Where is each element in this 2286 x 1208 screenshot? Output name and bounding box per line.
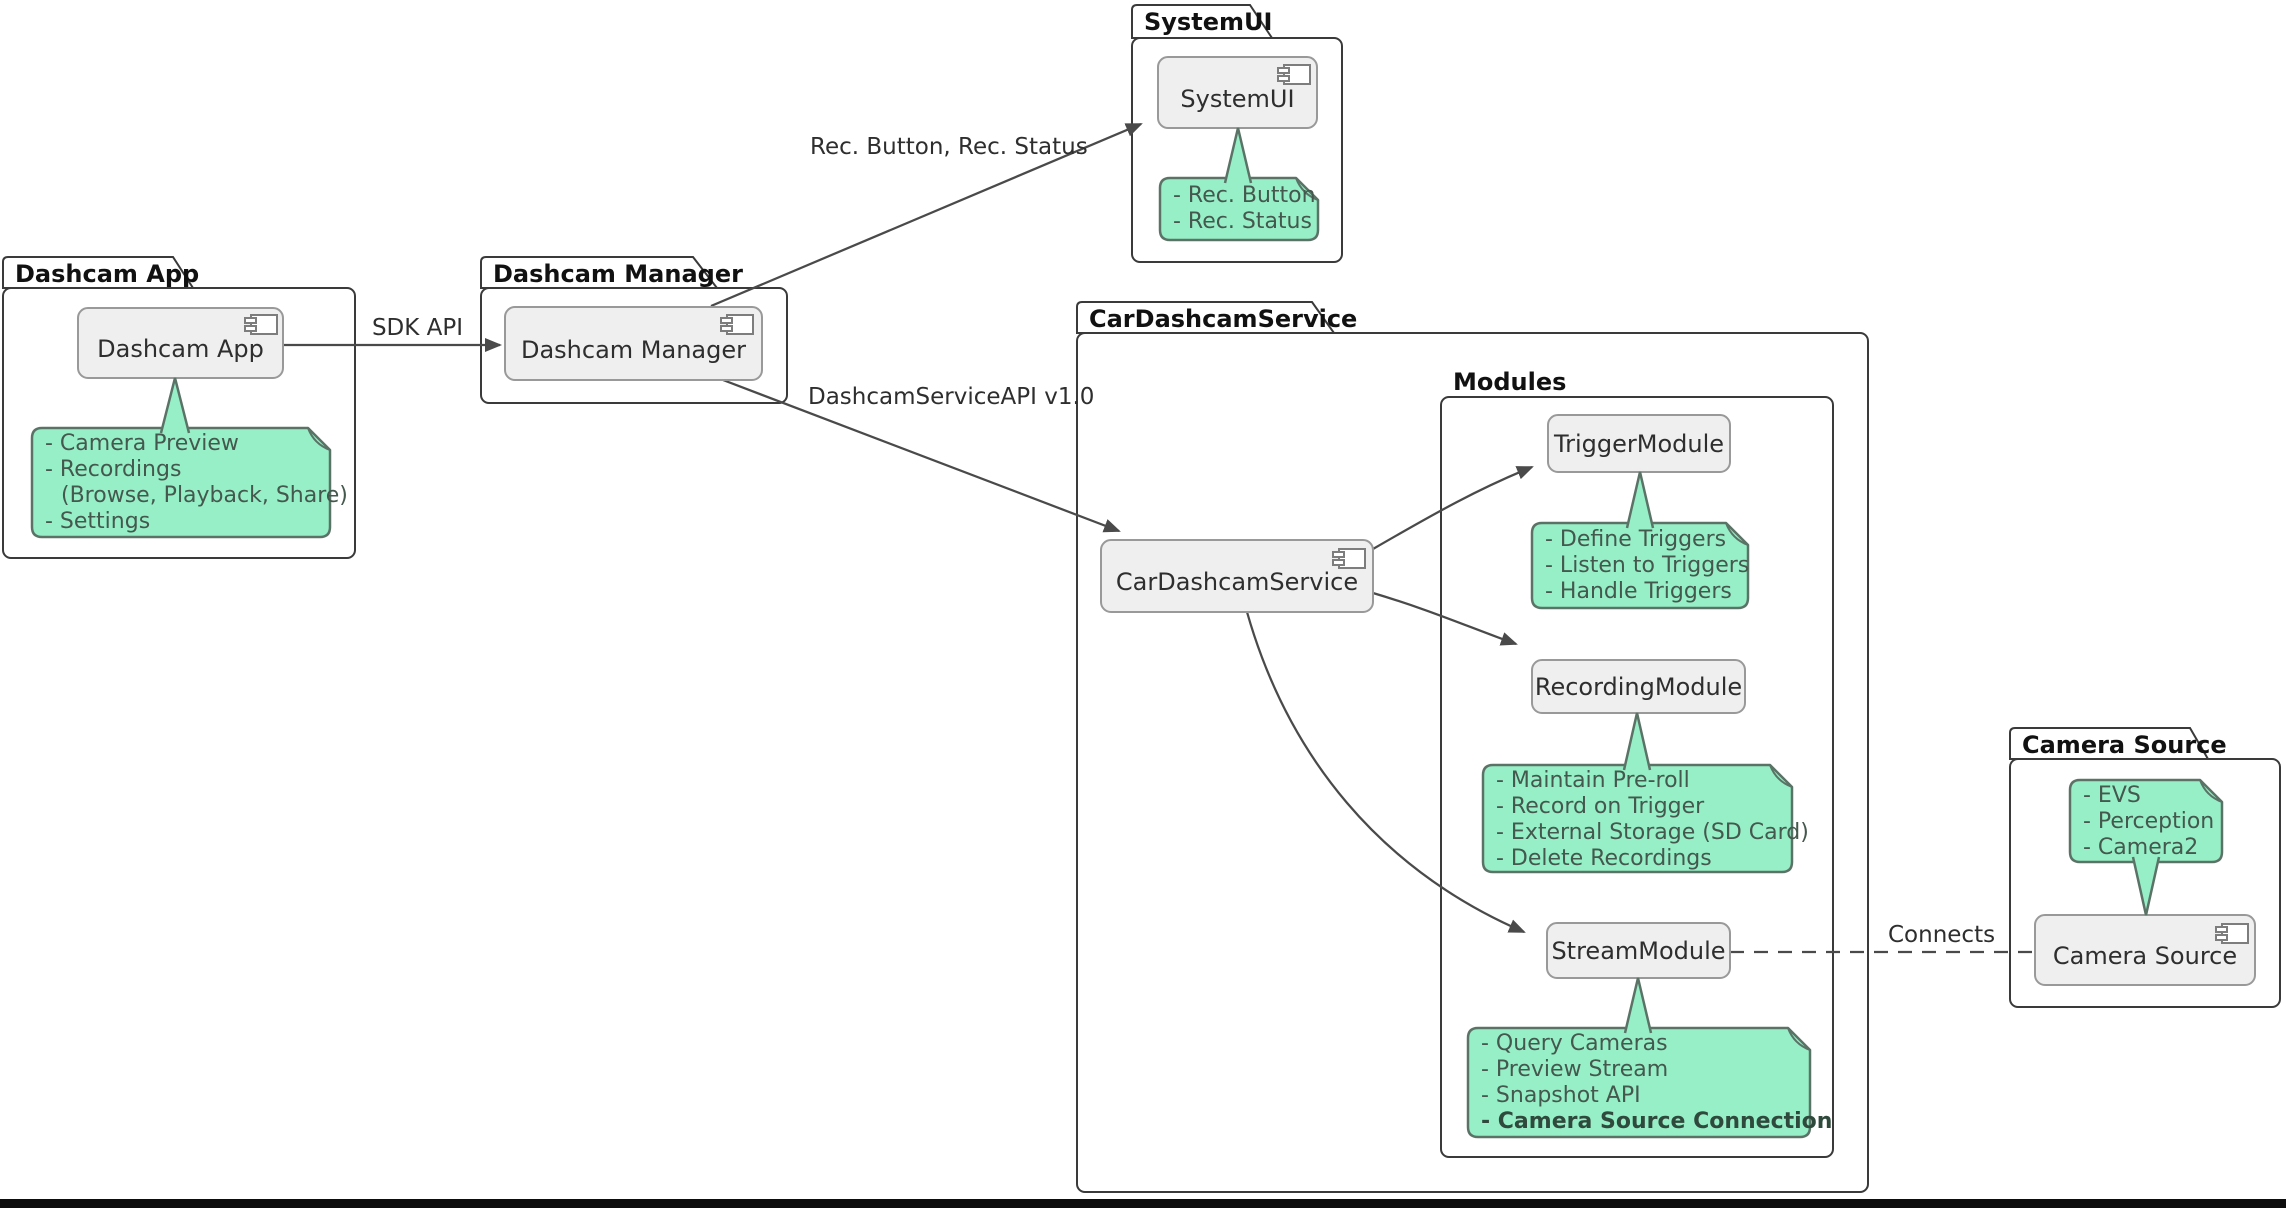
note-line: - Record on Trigger <box>1496 794 1705 819</box>
note-text-dashcam-app: - Camera Preview - Recordings (Browse, P… <box>45 431 348 535</box>
edge-label-connects: Connects <box>1888 922 1996 948</box>
note-fold-icon <box>1295 177 1319 201</box>
edge-label-dashcamserviceapi: DashcamServiceAPI v1.0 <box>808 384 1095 410</box>
component-recordingmodule-box <box>1531 659 1746 714</box>
edge-rec-button-status <box>710 122 1143 308</box>
edge-service-to-trigger <box>1372 465 1534 550</box>
edge-dashcamserviceapi <box>722 378 1121 533</box>
note-text-streammodule: - Query Cameras - Preview Stream - Snaps… <box>1481 1031 1832 1135</box>
note-text-camera-source: - EVS - Perception - Camera2 <box>2083 783 2214 861</box>
note-line: - Define Triggers <box>1545 527 1727 552</box>
component-label-recordingmodule: RecordingModule <box>1534 672 1743 701</box>
note-recordingmodule <box>1481 763 1794 874</box>
edge-label-sdk-api: SDK API <box>371 315 464 341</box>
package-title-dashcam-app: Dashcam App <box>15 260 200 288</box>
note-fold-icon <box>307 427 331 451</box>
package-title-camera-source: Camera Source <box>2022 731 2227 759</box>
package-cardashcamservice-tab <box>1076 301 1336 334</box>
note-line: - Listen to Triggers <box>1545 553 1750 578</box>
component-label-dashcam-manager: Dashcam Manager <box>520 335 746 364</box>
component-icon <box>1277 64 1311 85</box>
component-dashcam-manager-box <box>504 306 763 381</box>
package-systemui-tab <box>1131 4 1274 39</box>
note-line: - Camera2 <box>2083 835 2199 860</box>
note-camera-source <box>2068 778 2224 864</box>
package-title-modules: Modules <box>1453 368 1567 396</box>
note-text-recordingmodule: - Maintain Pre-roll - Record on Trigger … <box>1496 768 1809 872</box>
note-line: - Camera Source Connection <box>1481 1109 1833 1134</box>
note-line: - Preview Stream <box>1481 1057 1669 1082</box>
component-icon <box>720 314 754 335</box>
package-title-systemui: SystemUI <box>1144 8 1273 36</box>
note-systemui <box>1158 176 1320 242</box>
note-line: - Rec. Status <box>1173 209 1312 234</box>
component-cardashcamservice-box <box>1100 539 1374 613</box>
note-line: - Maintain Pre-roll <box>1496 768 1690 793</box>
note-tail <box>1625 471 1655 529</box>
component-icon <box>2215 923 2249 944</box>
package-dashcam-app-tab <box>2 256 195 289</box>
note-line: - Recordings <box>45 457 182 482</box>
note-tail <box>159 377 191 434</box>
package-camera-source-tab <box>2009 727 2210 760</box>
note-triggermodule <box>1530 521 1750 610</box>
component-label-dashcam-app: Dashcam App <box>97 335 264 363</box>
note-text-triggermodule: - Define Triggers - Listen to Triggers -… <box>1545 527 1749 605</box>
note-line: (Browse, Playback, Share) <box>61 483 348 508</box>
component-label-cardashcamservice: CarDashcamService <box>1115 568 1359 596</box>
note-line: - EVS <box>2083 783 2141 808</box>
note-line: - Settings <box>45 509 151 534</box>
note-streammodule <box>1466 1026 1812 1139</box>
note-line: - Query Cameras <box>1481 1031 1668 1056</box>
note-line: - Rec. Button <box>1173 183 1316 208</box>
package-dashcam-manager-tab <box>480 256 720 289</box>
note-dashcam-app <box>30 426 332 539</box>
note-line: - Perception <box>2083 809 2215 834</box>
note-line: - Camera Preview <box>45 431 239 456</box>
note-fold-icon <box>1787 1027 1811 1051</box>
edge-label-rec-button-status: Rec. Button, Rec. Status <box>810 134 1088 160</box>
component-dashcam-app-box <box>77 307 284 379</box>
package-title-cardashcamservice: CarDashcamService <box>1089 305 1358 333</box>
edge-service-to-recording <box>1372 591 1518 646</box>
edge-service-to-stream <box>1245 611 1526 934</box>
component-label-triggermodule: TriggerModule <box>1553 429 1725 458</box>
note-tail <box>1622 712 1652 771</box>
component-label-streammodule: StreamModule <box>1551 936 1726 965</box>
note-line: - External Storage (SD Card) <box>1496 820 1809 845</box>
note-line: - Snapshot API <box>1481 1083 1641 1108</box>
note-tail <box>1223 127 1253 184</box>
note-text-systemui: - Rec. Button - Rec. Status <box>1173 183 1316 235</box>
note-tail <box>1623 977 1653 1034</box>
note-tail <box>2131 856 2161 916</box>
bottom-bar <box>0 1199 2286 1208</box>
component-label-systemui: SystemUI <box>1180 84 1295 113</box>
note-fold-icon <box>1769 764 1793 788</box>
note-fold-icon <box>2199 779 2223 803</box>
component-icon <box>1332 548 1366 569</box>
note-fold-icon <box>1725 522 1749 546</box>
note-line: - Handle Triggers <box>1545 579 1732 604</box>
note-line: - Delete Recordings <box>1496 846 1712 871</box>
package-title-dashcam-manager: Dashcam Manager <box>493 260 743 288</box>
component-label-camera-source: Camera Source <box>2052 942 2238 970</box>
component-icon <box>244 314 278 335</box>
